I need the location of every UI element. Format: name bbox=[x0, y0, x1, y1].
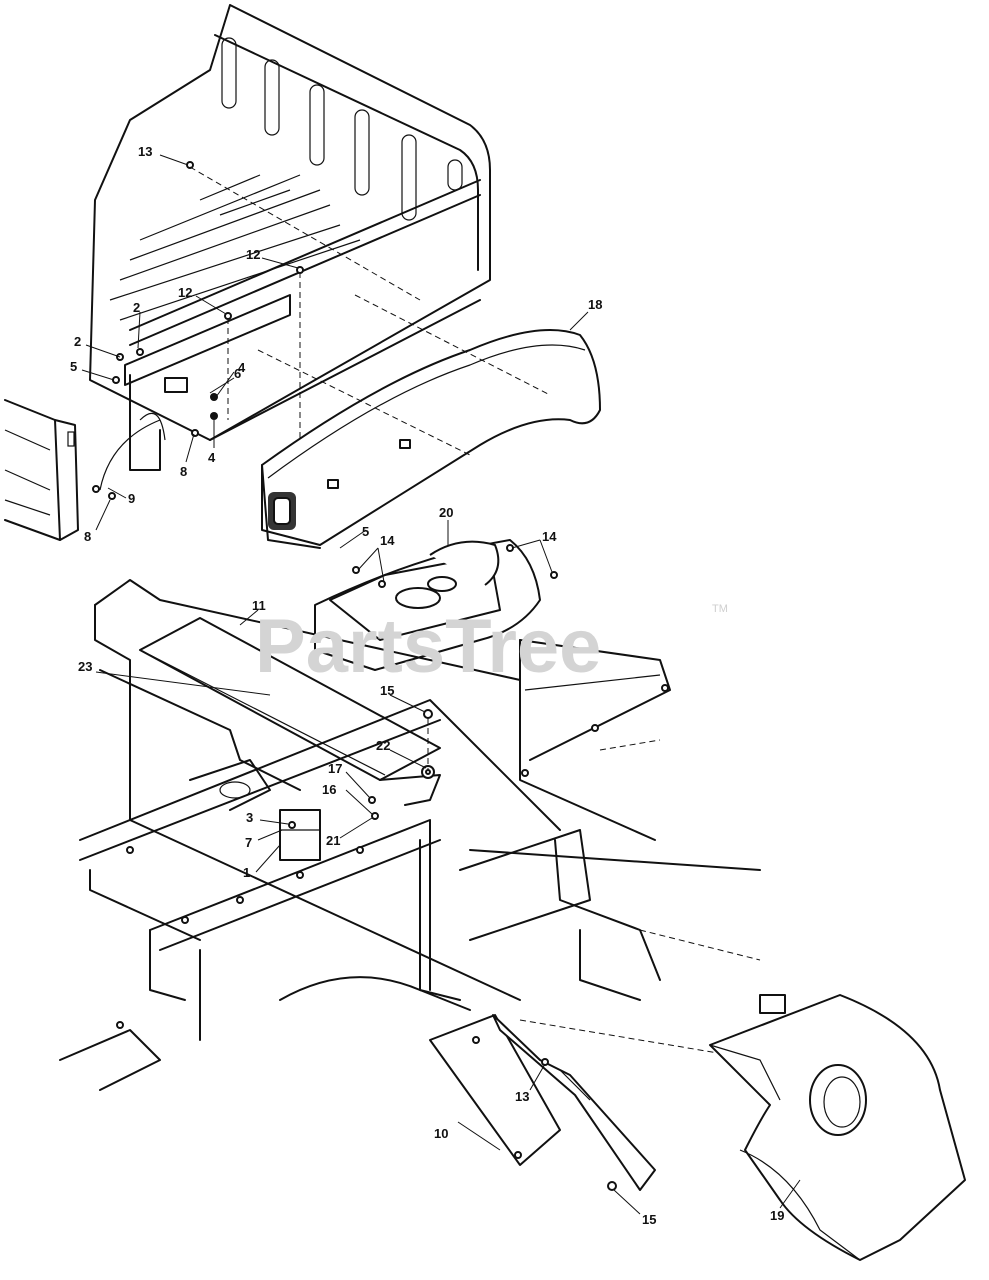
callout-5-left: 5 bbox=[70, 359, 77, 374]
callout-12-upper: 12 bbox=[246, 247, 260, 262]
callout-13-lower: 13 bbox=[515, 1089, 529, 1104]
watermark-trademark: TM bbox=[712, 603, 728, 615]
callout-14-left: 14 bbox=[380, 533, 395, 548]
side-panel-part-10 bbox=[429, 1014, 561, 1166]
callout-13-top: 13 bbox=[138, 144, 152, 159]
callout-17: 17 bbox=[328, 761, 342, 776]
callout-23: 23 bbox=[78, 659, 92, 674]
callout-2-upper: 2 bbox=[133, 300, 140, 315]
callout-1: 1 bbox=[243, 865, 250, 880]
callout-19: 19 bbox=[770, 1208, 784, 1223]
callout-20: 20 bbox=[439, 505, 453, 520]
callout-4-upper: 4 bbox=[238, 360, 246, 375]
callout-8-lower: 8 bbox=[84, 529, 91, 544]
callout-16: 16 bbox=[322, 782, 336, 797]
cargo-bed bbox=[4, 4, 491, 541]
callout-22: 22 bbox=[376, 738, 390, 753]
bracket-part-13 bbox=[492, 1014, 761, 1191]
callout-8-upper: 8 bbox=[180, 464, 187, 479]
callout-3: 3 bbox=[246, 810, 253, 825]
callout-5-center: 5 bbox=[362, 524, 369, 539]
callout-labels: 13 12 12 2 2 5 6 4 4 8 9 8 18 5 20 14 14… bbox=[70, 144, 784, 1227]
floor-plate-part-11 bbox=[139, 617, 441, 820]
callout-15-upper: 15 bbox=[380, 683, 394, 698]
fender-part-18 bbox=[257, 294, 601, 549]
callout-2-lower: 2 bbox=[74, 334, 81, 349]
callout-21: 21 bbox=[326, 833, 340, 848]
callout-4-lower: 4 bbox=[208, 450, 216, 465]
rear-fender-part-19 bbox=[709, 994, 966, 1261]
chassis-frame bbox=[59, 579, 761, 1091]
callout-11: 11 bbox=[252, 598, 266, 613]
callout-15-lower: 15 bbox=[642, 1212, 656, 1227]
callout-18: 18 bbox=[588, 297, 602, 312]
watermark-brand: PartsTree bbox=[255, 604, 601, 689]
callout-14-right: 14 bbox=[542, 529, 557, 544]
callout-7: 7 bbox=[245, 835, 252, 850]
callout-9: 9 bbox=[128, 491, 135, 506]
callout-12-lower: 12 bbox=[178, 285, 192, 300]
latch-hardware bbox=[92, 161, 421, 500]
callout-10: 10 bbox=[434, 1126, 448, 1141]
callout-6: 6 bbox=[234, 366, 241, 381]
console-part-20 bbox=[314, 539, 558, 671]
leader-lines bbox=[81, 154, 801, 1215]
